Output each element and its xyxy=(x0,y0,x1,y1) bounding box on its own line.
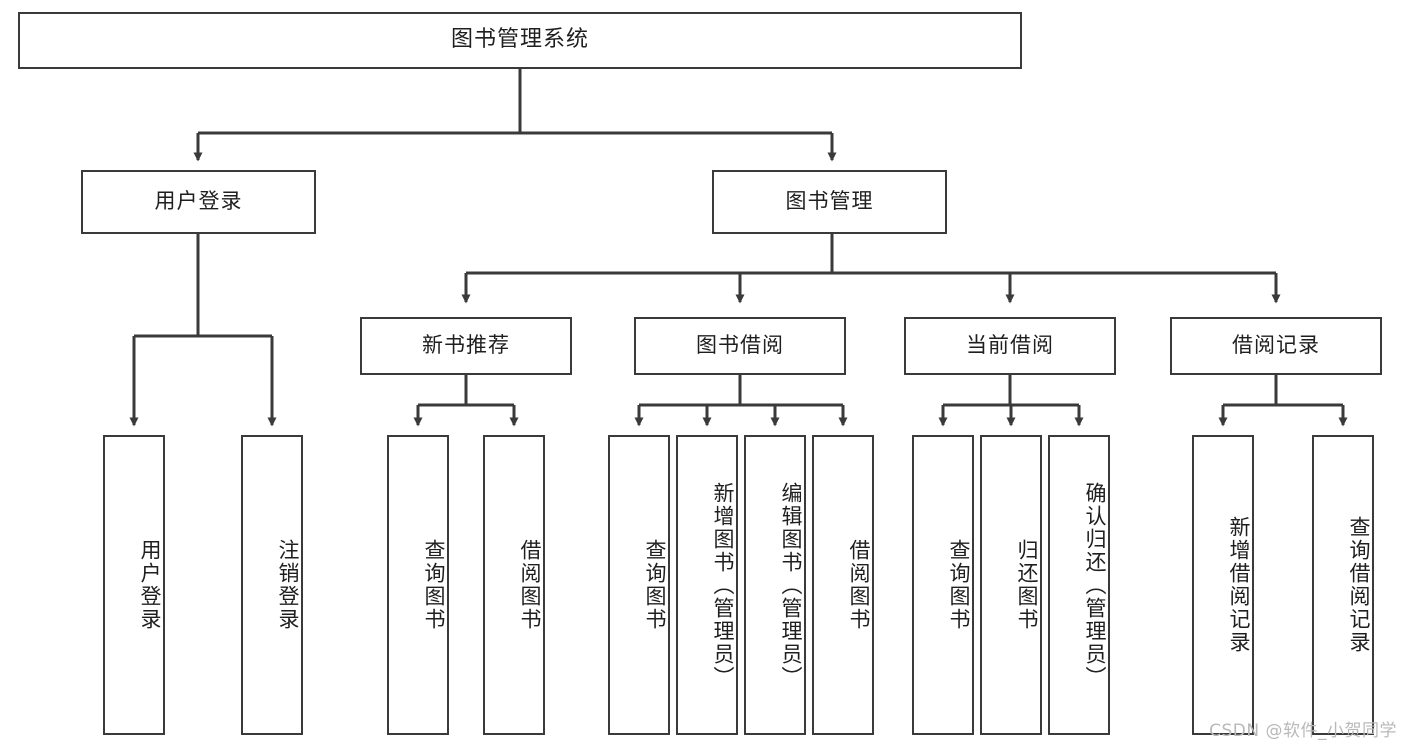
node-label: 查询图书 xyxy=(643,539,667,631)
csdn-watermark: CSDN @软件_小贺同学 xyxy=(1209,721,1397,741)
node-label: 图书借阅 xyxy=(696,333,784,358)
node-label: 借阅记录 xyxy=(1232,333,1320,358)
node-label: 注销登录 xyxy=(276,539,300,631)
node-label: 确认归还（管理员） xyxy=(1083,481,1107,689)
node-label: 借阅图书 xyxy=(518,539,542,631)
leaf-record-add-record[interactable]: 新增借阅记录 xyxy=(1192,435,1254,735)
node-new-book-recommend[interactable]: 新书推荐 xyxy=(360,317,572,375)
leaf-current-query-book[interactable]: 查询图书 xyxy=(912,435,974,735)
node-label: 编辑图书（管理员） xyxy=(779,481,803,689)
leaf-borrow-add-book-admin[interactable]: 新增图书（管理员） xyxy=(676,435,738,735)
node-label: 用户登录 xyxy=(154,189,243,214)
leaf-borrow-borrow-book[interactable]: 借阅图书 xyxy=(812,435,874,735)
node-label: 用户登录 xyxy=(138,539,162,631)
leaf-borrow-edit-book-admin[interactable]: 编辑图书（管理员） xyxy=(744,435,806,735)
node-label: 新增图书（管理员） xyxy=(711,481,735,689)
leaf-new-book-borrow[interactable]: 借阅图书 xyxy=(483,435,545,735)
node-label: 查询借阅记录 xyxy=(1347,516,1371,654)
leaf-user-login-signout[interactable]: 注销登录 xyxy=(241,435,303,735)
leaf-record-query-record[interactable]: 查询借阅记录 xyxy=(1312,435,1374,735)
leaf-user-login-signin[interactable]: 用户登录 xyxy=(103,435,165,735)
node-label: 新增借阅记录 xyxy=(1227,516,1251,654)
node-book-management[interactable]: 图书管理 xyxy=(712,170,947,234)
node-label: 新书推荐 xyxy=(422,333,510,358)
leaf-current-confirm-return-admin[interactable]: 确认归还（管理员） xyxy=(1048,435,1110,735)
node-book-borrow[interactable]: 图书借阅 xyxy=(634,317,846,375)
node-current-borrow[interactable]: 当前借阅 xyxy=(904,317,1116,375)
node-root-system[interactable]: 图书管理系统 xyxy=(18,12,1022,69)
node-label: 归还图书 xyxy=(1015,539,1039,631)
node-label: 图书管理 xyxy=(785,189,874,214)
node-label: 查询图书 xyxy=(947,539,971,631)
leaf-current-return-book[interactable]: 归还图书 xyxy=(980,435,1042,735)
leaf-new-book-query[interactable]: 查询图书 xyxy=(387,435,449,735)
node-label: 借阅图书 xyxy=(847,539,871,631)
leaf-borrow-query-book[interactable]: 查询图书 xyxy=(608,435,670,735)
node-borrow-record[interactable]: 借阅记录 xyxy=(1170,317,1382,375)
node-label: 图书管理系统 xyxy=(450,27,589,53)
node-user-login[interactable]: 用户登录 xyxy=(81,170,316,234)
node-label: 查询图书 xyxy=(422,539,446,631)
node-label: 当前借阅 xyxy=(966,333,1054,358)
